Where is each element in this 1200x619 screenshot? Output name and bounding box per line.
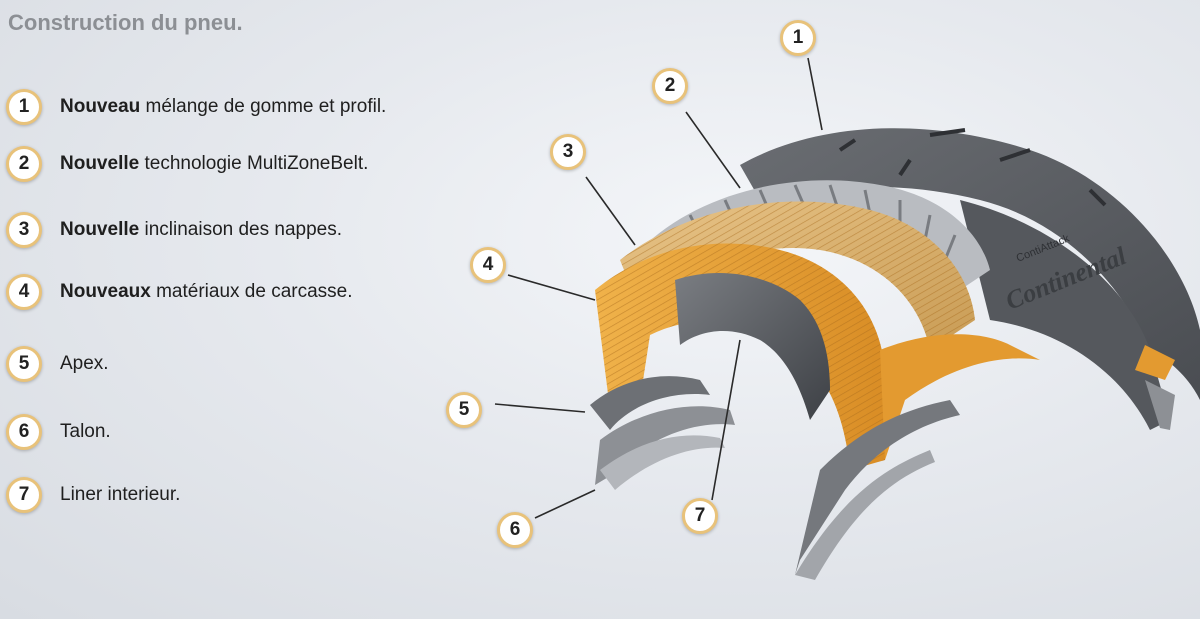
apex	[590, 376, 710, 430]
legend-label: Liner interieur.	[60, 484, 181, 505]
legend-item-3: 3 Nouvelle inclinaison des nappes.	[6, 212, 342, 248]
legend-label: Nouveaux matériaux de carcasse.	[60, 281, 353, 302]
legend: 1 Nouveau mélange de gomme et profil. 2 …	[6, 0, 446, 619]
legend-badge: 3	[6, 212, 42, 248]
callout-1: 1	[780, 20, 816, 56]
legend-item-7: 7 Liner interieur.	[6, 477, 180, 513]
callout-3: 3	[550, 134, 586, 170]
page-title: Construction du pneu.	[8, 10, 243, 35]
legend-badge: 6	[6, 414, 42, 450]
legend-badge: 4	[6, 274, 42, 310]
legend-label: Nouvelle inclinaison des nappes.	[60, 219, 343, 240]
legend-item-6: 6 Talon.	[6, 414, 111, 450]
legend-badge: 5	[6, 346, 42, 382]
callout-2: 2	[652, 68, 688, 104]
legend-badge: 1	[6, 89, 42, 125]
legend-item-4: 4 Nouveaux matériaux de carcasse.	[6, 274, 353, 310]
legend-label: Apex.	[60, 353, 109, 374]
callout-6: 6	[497, 512, 533, 548]
legend-label: Nouveau mélange de gomme et profil.	[60, 96, 387, 117]
legend-badge: 2	[6, 146, 42, 182]
legend-badge: 7	[6, 477, 42, 513]
bead	[595, 406, 735, 485]
callout-5: 5	[446, 392, 482, 428]
legend-item-5: 5 Apex.	[6, 346, 109, 382]
legend-item-1: 1 Nouveau mélange de gomme et profil.	[6, 89, 386, 125]
sidewall-right	[960, 200, 1170, 430]
legend-label: Nouvelle technologie MultiZoneBelt.	[60, 153, 369, 174]
callout-7: 7	[682, 498, 718, 534]
inner-liner	[675, 272, 830, 420]
legend-item-2: 2 Nouvelle technologie MultiZoneBelt.	[6, 146, 368, 182]
callout-4: 4	[470, 247, 506, 283]
legend-label: Talon.	[60, 421, 111, 442]
carcass-right	[880, 334, 1040, 460]
tread-rubber	[740, 128, 1200, 400]
